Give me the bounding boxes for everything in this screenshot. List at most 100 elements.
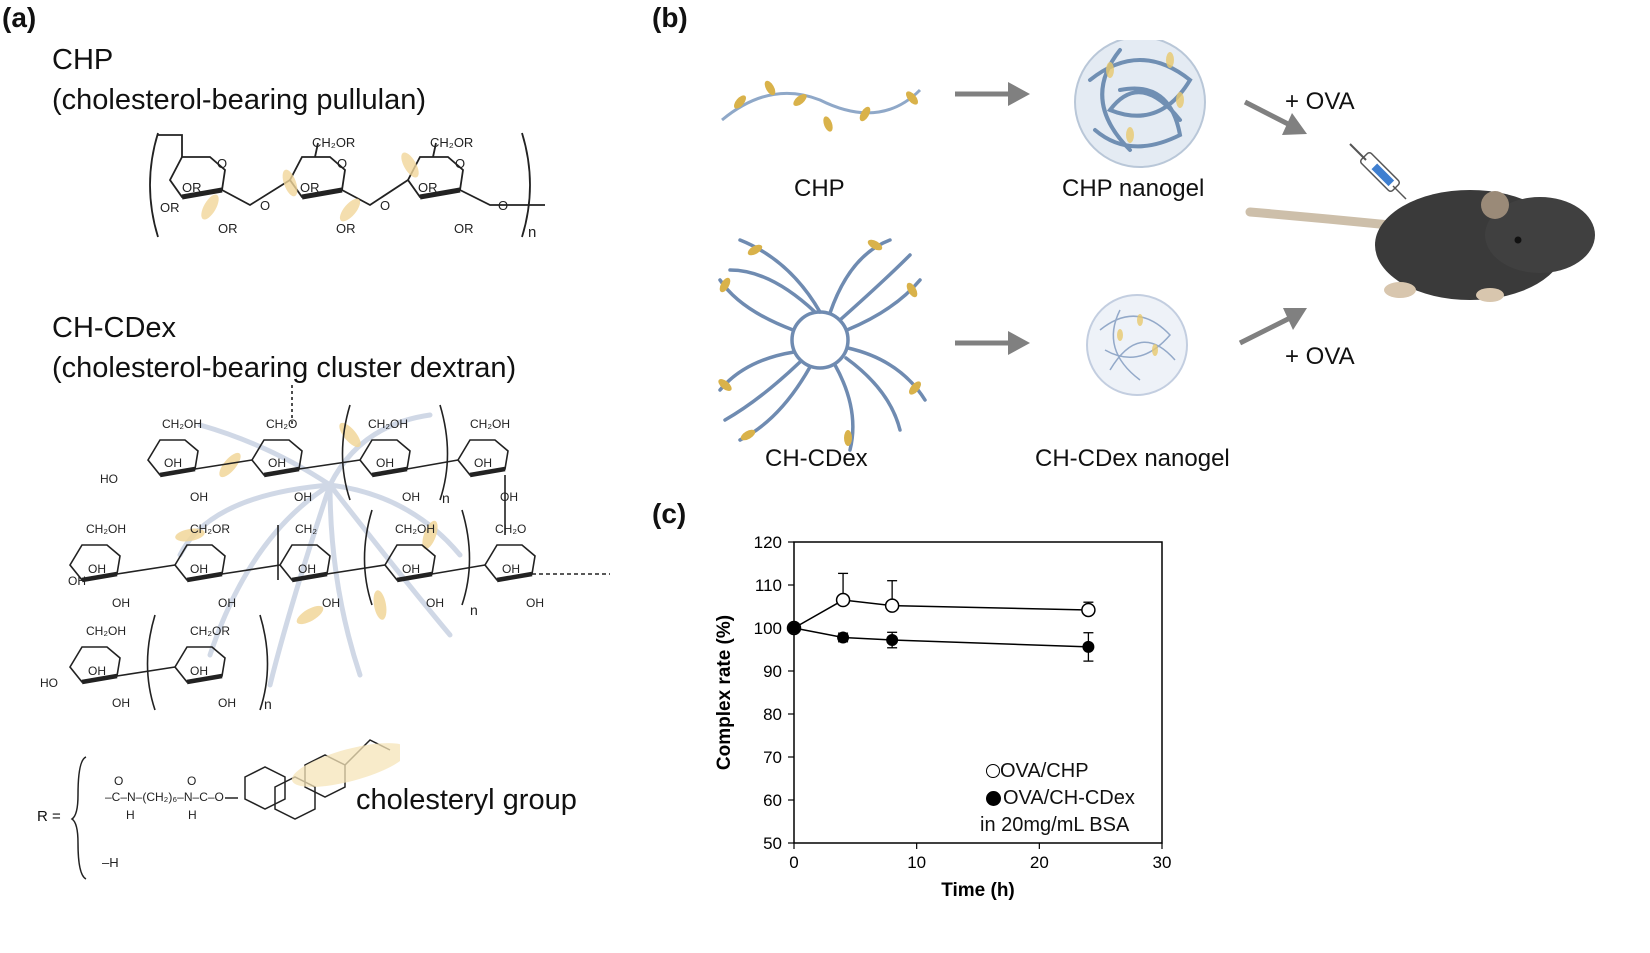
plus-ova-top-label: + OVA (1285, 88, 1355, 115)
data-point-ova-cdex (886, 634, 899, 647)
svg-text:CH₂OR: CH₂OR (430, 135, 473, 150)
x-tick-label: 0 (789, 853, 798, 872)
legend-note: in 20mg/mL BSA (980, 814, 1130, 836)
svg-text:OH: OH (88, 664, 106, 678)
data-point-ova-chp (835, 592, 851, 608)
cdex-cluster (718, 238, 927, 452)
x-tick-label: 30 (1153, 853, 1172, 872)
svg-text:CH₂OH: CH₂OH (470, 417, 510, 431)
legend-ova-chp: OVA/CHP (986, 760, 1089, 783)
svg-text:OH: OH (502, 562, 520, 576)
chp-chain (721, 88, 922, 122)
cholesterol-beads (734, 80, 918, 132)
data-point-ova-cdex (1082, 640, 1095, 653)
svg-text:OR: OR (418, 180, 438, 195)
svg-text:OH: OH (402, 562, 420, 576)
svg-text:CH₂O: CH₂O (266, 417, 297, 431)
legend-ova-cdex: OVA/CH-CDex (986, 787, 1135, 810)
svg-text:OR: OR (300, 180, 320, 195)
repeat-n-1: n (442, 490, 450, 506)
y-tick-label: 60 (763, 791, 782, 810)
svg-text:–C–N–(CH₂)₆–N–C–O: –C–N–(CH₂)₆–N–C–O (105, 790, 224, 804)
y-axis-label: Complex rate (%) (714, 615, 735, 770)
svg-text:O: O (498, 198, 508, 213)
x-tick-label: 20 (1030, 853, 1049, 872)
svg-text:OH: OH (218, 596, 236, 610)
svg-text:CH₂: CH₂ (295, 522, 317, 536)
chp-label: CHP (794, 175, 845, 202)
data-point-ova-cdex (837, 631, 850, 644)
cdex-nanogel-sphere (1086, 294, 1188, 396)
svg-text:OR: OR (454, 221, 474, 236)
legend-ova-cdex-label: OVA/CH-CDex (1003, 787, 1135, 809)
svg-text:OR: OR (182, 180, 202, 195)
svg-text:CH₂OH: CH₂OH (368, 417, 408, 431)
nanogel-scheme (718, 40, 1595, 452)
cdex-title: CH-CDex (52, 312, 177, 344)
svg-text:OR: OR (160, 200, 180, 215)
cdex-nanogel-label: CH-CDex nanogel (1035, 445, 1230, 472)
svg-text:CH₂OR: CH₂OR (190, 522, 230, 536)
arrow-chp-nanogel-to-mouse (1243, 99, 1292, 128)
svg-text:O: O (217, 156, 227, 171)
chp-title: CHP (52, 44, 114, 76)
svg-text:CH₂OH: CH₂OH (395, 522, 435, 536)
plus-ova-bottom-label: + OVA (1285, 343, 1355, 370)
repeat-n-chp: n (528, 224, 536, 241)
svg-text:O: O (337, 156, 347, 171)
syringe-icon (1349, 143, 1407, 200)
svg-text:OH: OH (112, 696, 130, 710)
svg-text:OR: OR (218, 221, 238, 236)
plot-frame (793, 541, 1163, 844)
svg-text:O: O (260, 198, 270, 213)
data-point-ova-chp (884, 598, 900, 613)
mouse-icon (1245, 190, 1595, 302)
svg-text:OH: OH (190, 664, 208, 678)
svg-text:OH: OH (218, 696, 236, 710)
series-line-1 (793, 599, 1089, 629)
svg-text:OH: OH (164, 456, 182, 470)
svg-text:OH: OH (526, 596, 544, 610)
svg-text:CH₂OH: CH₂OH (86, 624, 126, 638)
svg-text:OH: OH (190, 490, 208, 504)
svg-text:OH: OH (190, 562, 208, 576)
svg-text:O: O (187, 774, 196, 788)
svg-text:O: O (114, 774, 123, 788)
svg-text:CH₂OR: CH₂OR (312, 135, 355, 150)
svg-text:HO: HO (40, 676, 58, 690)
r-h-label: –H (102, 855, 119, 870)
svg-text:CH₂OH: CH₂OH (162, 417, 202, 431)
svg-text:OH: OH (402, 490, 420, 504)
svg-text:OH: OH (322, 596, 340, 610)
r-group-structure: –C–N–(CH₂)₆–N–C–O O O H H –H (70, 739, 400, 880)
y-tick-label: 80 (763, 705, 782, 724)
svg-text:OH: OH (474, 456, 492, 470)
svg-text:H: H (188, 808, 197, 822)
svg-text:H: H (126, 808, 135, 822)
series-line-2 (793, 627, 1089, 648)
svg-text:OH: OH (500, 490, 518, 504)
svg-text:OH: OH (294, 490, 312, 504)
svg-text:CH₂O: CH₂O (495, 522, 526, 536)
panel-c-tag: (c) (652, 498, 687, 529)
svg-text:O: O (455, 156, 465, 171)
cdex-label: CH-CDex (765, 445, 868, 472)
svg-text:OH: OH (298, 562, 316, 576)
repeat-n-2: n (470, 602, 478, 618)
svg-text:OH: OH (268, 456, 286, 470)
y-tick-label: 70 (763, 748, 782, 767)
cholesteryl-label: cholesteryl group (356, 784, 577, 816)
data-point-ova-chp (1081, 602, 1096, 618)
bracket-left (149, 132, 159, 238)
chp-subtitle: (cholesterol-bearing pullulan) (52, 84, 426, 116)
y-tick-label: 100 (754, 619, 782, 638)
chp-nanogel-label: CHP nanogel (1062, 175, 1205, 202)
y-tick-label: 50 (763, 834, 782, 853)
y-tick-label: 120 (754, 533, 782, 552)
svg-text:OH: OH (376, 456, 394, 470)
svg-text:OH: OH (112, 596, 130, 610)
svg-text:OH: OH (426, 596, 444, 610)
bracket-right (521, 132, 531, 238)
